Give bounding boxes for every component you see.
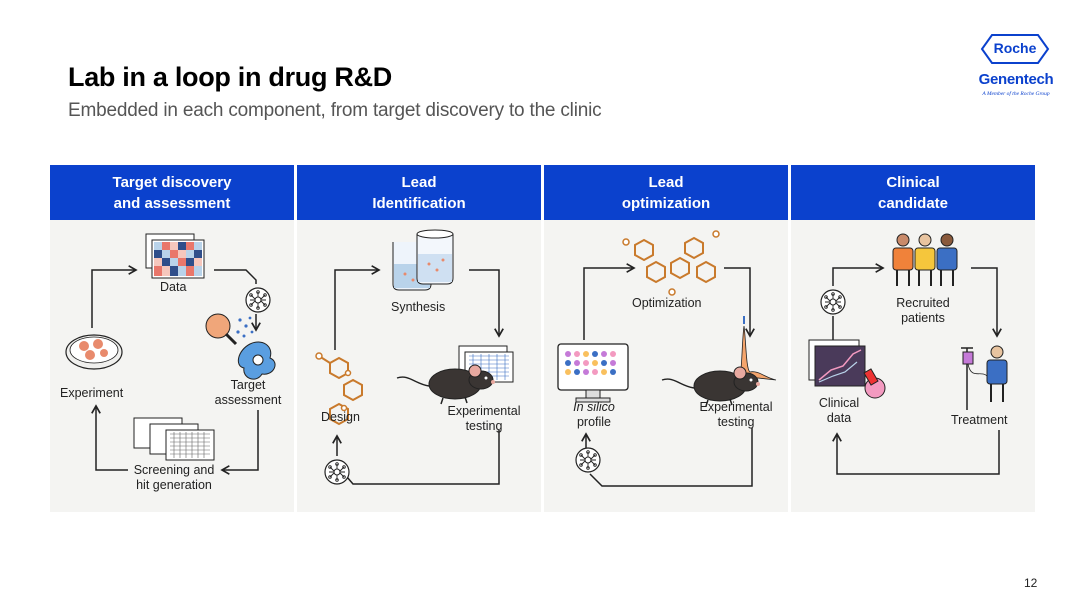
panel-lead-identification: Lead Identification: [297, 165, 541, 512]
label-in-silico: In silico profile: [562, 400, 626, 430]
label-insilico-line2: profile: [576, 415, 612, 429]
panel-header: Lead Identification: [297, 165, 541, 220]
ai-chip-icon: [324, 459, 350, 485]
in-silico-monitor-icon: [557, 343, 629, 403]
logo-member-text: A Member of the Roche Group: [982, 91, 1050, 97]
optimized-molecule-icon: [622, 230, 720, 296]
panel-header: Target discovery and assessment: [50, 165, 294, 220]
panel-header-line2: Identification: [372, 194, 466, 212]
panel-header-line2: and assessment: [113, 194, 231, 212]
label-experimental-testing: Experimental testing: [437, 404, 531, 434]
label-insilico-line1: In silico: [573, 400, 615, 414]
clinical-data-chart-icon: [808, 339, 886, 399]
slide-title: Lab in a loop in drug R&D: [68, 62, 392, 92]
label-testing-line2: testing: [717, 415, 755, 429]
label-target-line1: Target: [230, 378, 266, 392]
panel-header-line1: Clinical: [886, 173, 940, 191]
label-clinical-line1: Clinical: [818, 396, 860, 410]
patients-icon: [892, 233, 958, 286]
label-experiment: Experiment: [60, 386, 124, 400]
roche-genentech-logo: Roche Genentech A Member of the Roche Gr…: [966, 34, 1066, 104]
page-number: 12: [1024, 576, 1038, 590]
screening-plates-icon: [133, 417, 215, 461]
genentech-logo-text: Genentech: [978, 71, 1054, 88]
panel-header-line1: Target discovery: [112, 173, 232, 191]
label-design: Design: [321, 410, 360, 424]
label-clinical-line2: data: [826, 411, 852, 425]
panel-header-line2: candidate: [877, 194, 949, 212]
panel-clinical-candidate: Clinical candidate: [791, 165, 1035, 512]
label-target-line2: assessment: [214, 393, 282, 407]
panel-header-line1: Lead: [401, 173, 437, 191]
label-screening: Screening and hit generation: [122, 463, 226, 493]
label-recruited-patients: Recruited patients: [885, 296, 961, 326]
treatment-patient-icon: [961, 345, 1008, 410]
mouse-icon: [396, 364, 496, 405]
ai-chip-icon: [575, 447, 601, 473]
panel-lead-optimization: Lead optimization: [544, 165, 788, 512]
ai-chip-icon: [820, 289, 846, 315]
label-screening-line1: Screening and: [133, 463, 215, 477]
label-testing-line2: testing: [465, 419, 503, 433]
label-synthesis: Synthesis: [391, 300, 446, 314]
ai-chip-icon: [245, 287, 271, 313]
label-screening-line2: hit generation: [136, 478, 212, 492]
petri-dish-icon: [65, 334, 123, 370]
molecule-icon: [315, 352, 363, 425]
data-heatmap-icon: [145, 233, 205, 279]
label-recruited-line2: patients: [901, 311, 945, 325]
label-testing-line1: Experimental: [447, 404, 521, 418]
label-optimization: Optimization: [632, 296, 702, 310]
panel-header: Lead optimization: [544, 165, 788, 220]
label-experimental-testing: Experimental testing: [690, 400, 782, 430]
label-testing-line1: Experimental: [699, 400, 773, 414]
beakers-icon: [392, 229, 454, 291]
target-cell-icon: [205, 313, 276, 380]
label-target-assessment: Target assessment: [210, 378, 286, 408]
panel-target-discovery: Target discovery and assessment: [50, 165, 294, 512]
panel-header: Clinical candidate: [791, 165, 1035, 220]
label-clinical-data: Clinical data: [811, 396, 867, 426]
panel-header-line1: Lead: [648, 173, 684, 191]
label-data: Data: [160, 280, 187, 294]
roche-hexagon-icon: [980, 34, 1050, 64]
label-recruited-line1: Recruited: [896, 296, 950, 310]
panel-header-line2: optimization: [621, 194, 711, 212]
slide-subtitle: Embedded in each component, from target …: [68, 100, 602, 121]
label-treatment: Treatment: [951, 413, 1008, 427]
roche-logo-text: Roche: [993, 40, 1037, 56]
